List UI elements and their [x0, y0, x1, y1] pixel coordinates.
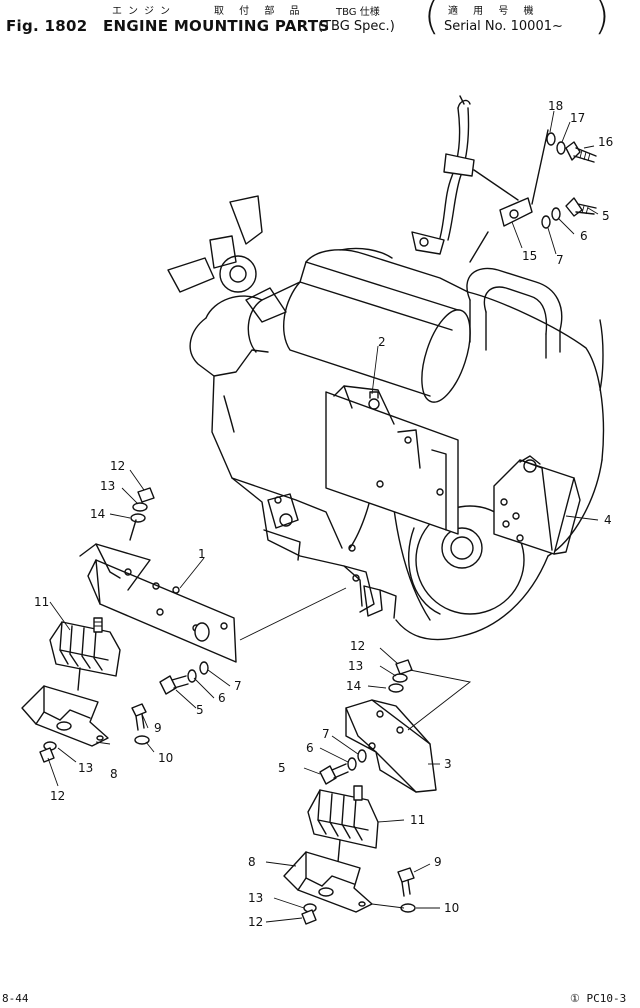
callout-11-right: 11: [410, 813, 425, 827]
callout-15: 15: [522, 249, 537, 263]
serial-open-paren: (: [424, 0, 440, 39]
callout-7-upper: 7: [556, 253, 564, 267]
callout-7-left: 7: [234, 679, 242, 693]
callout-18: 18: [548, 99, 563, 113]
callout-3: 3: [444, 757, 452, 771]
callout-9-right: 9: [434, 855, 442, 869]
serial-japanese-label: 適 用 号 機: [448, 6, 540, 17]
page-number: 8-44: [2, 992, 29, 1005]
callout-13-right-top: 13: [348, 659, 363, 673]
left-mount-assembly: [21, 487, 237, 763]
callout-5-upper: 5: [602, 209, 610, 223]
callout-14-right: 14: [346, 679, 361, 693]
callout-13-left-top: 13: [100, 479, 115, 493]
upper-stay-pipe: [411, 95, 597, 263]
callout-12-left-bottom: 12: [50, 789, 65, 803]
callout-8-left: 8: [110, 767, 118, 781]
serial-close-paren: ): [594, 0, 610, 39]
callout-6-right: 6: [306, 741, 314, 755]
right-mount-assembly: [283, 659, 437, 925]
callout-16: 16: [598, 135, 613, 149]
serial-range: Serial No. 10001~: [444, 19, 563, 34]
part-2-side-bracket: [325, 385, 459, 535]
callout-17: 17: [570, 111, 585, 125]
callout-13-right-bottom: 13: [248, 891, 263, 905]
figure-number: Fig. 1802: [6, 17, 88, 35]
callout-12-right-top: 12: [350, 639, 365, 653]
japanese-engine-label: エンジン: [112, 6, 176, 17]
callout-10-right: 10: [444, 901, 459, 915]
callout-5-left: 5: [196, 703, 204, 717]
callout-12-left-top: 12: [110, 459, 125, 473]
leader-lines: [47, 110, 599, 923]
engine-block: [167, 195, 605, 641]
callout-12-right-bottom: 12: [248, 915, 263, 929]
callout-11-left: 11: [34, 595, 49, 609]
callout-6-left: 6: [218, 691, 226, 705]
callout-13-left-bottom: 13: [78, 761, 93, 775]
callout-5-right: 5: [278, 761, 286, 775]
callout-2: 2: [378, 335, 386, 349]
part-4-side-bracket: [493, 455, 581, 555]
callout-numbers: 18 17 16 5 6 15 7 2 4 12 13 14 1 11 7 6 …: [34, 99, 613, 929]
callout-14-left: 14: [90, 507, 105, 521]
japanese-mounting-label: 取 付 部 品: [214, 6, 306, 17]
callout-8-right: 8: [248, 855, 256, 869]
callout-9-left: 9: [154, 721, 162, 735]
callout-7-right: 7: [322, 727, 330, 741]
callout-4: 4: [604, 513, 612, 527]
model-code: ① PC10-3: [570, 992, 627, 1005]
figure-spec: (TBG Spec.): [318, 19, 395, 34]
callout-1: 1: [198, 547, 206, 561]
callout-6-upper: 6: [580, 229, 588, 243]
tbg-spec-japanese-label: TBG 仕様: [336, 7, 380, 18]
callout-10-left: 10: [158, 751, 173, 765]
figure-title: ENGINE MOUNTING PARTS: [103, 17, 330, 35]
